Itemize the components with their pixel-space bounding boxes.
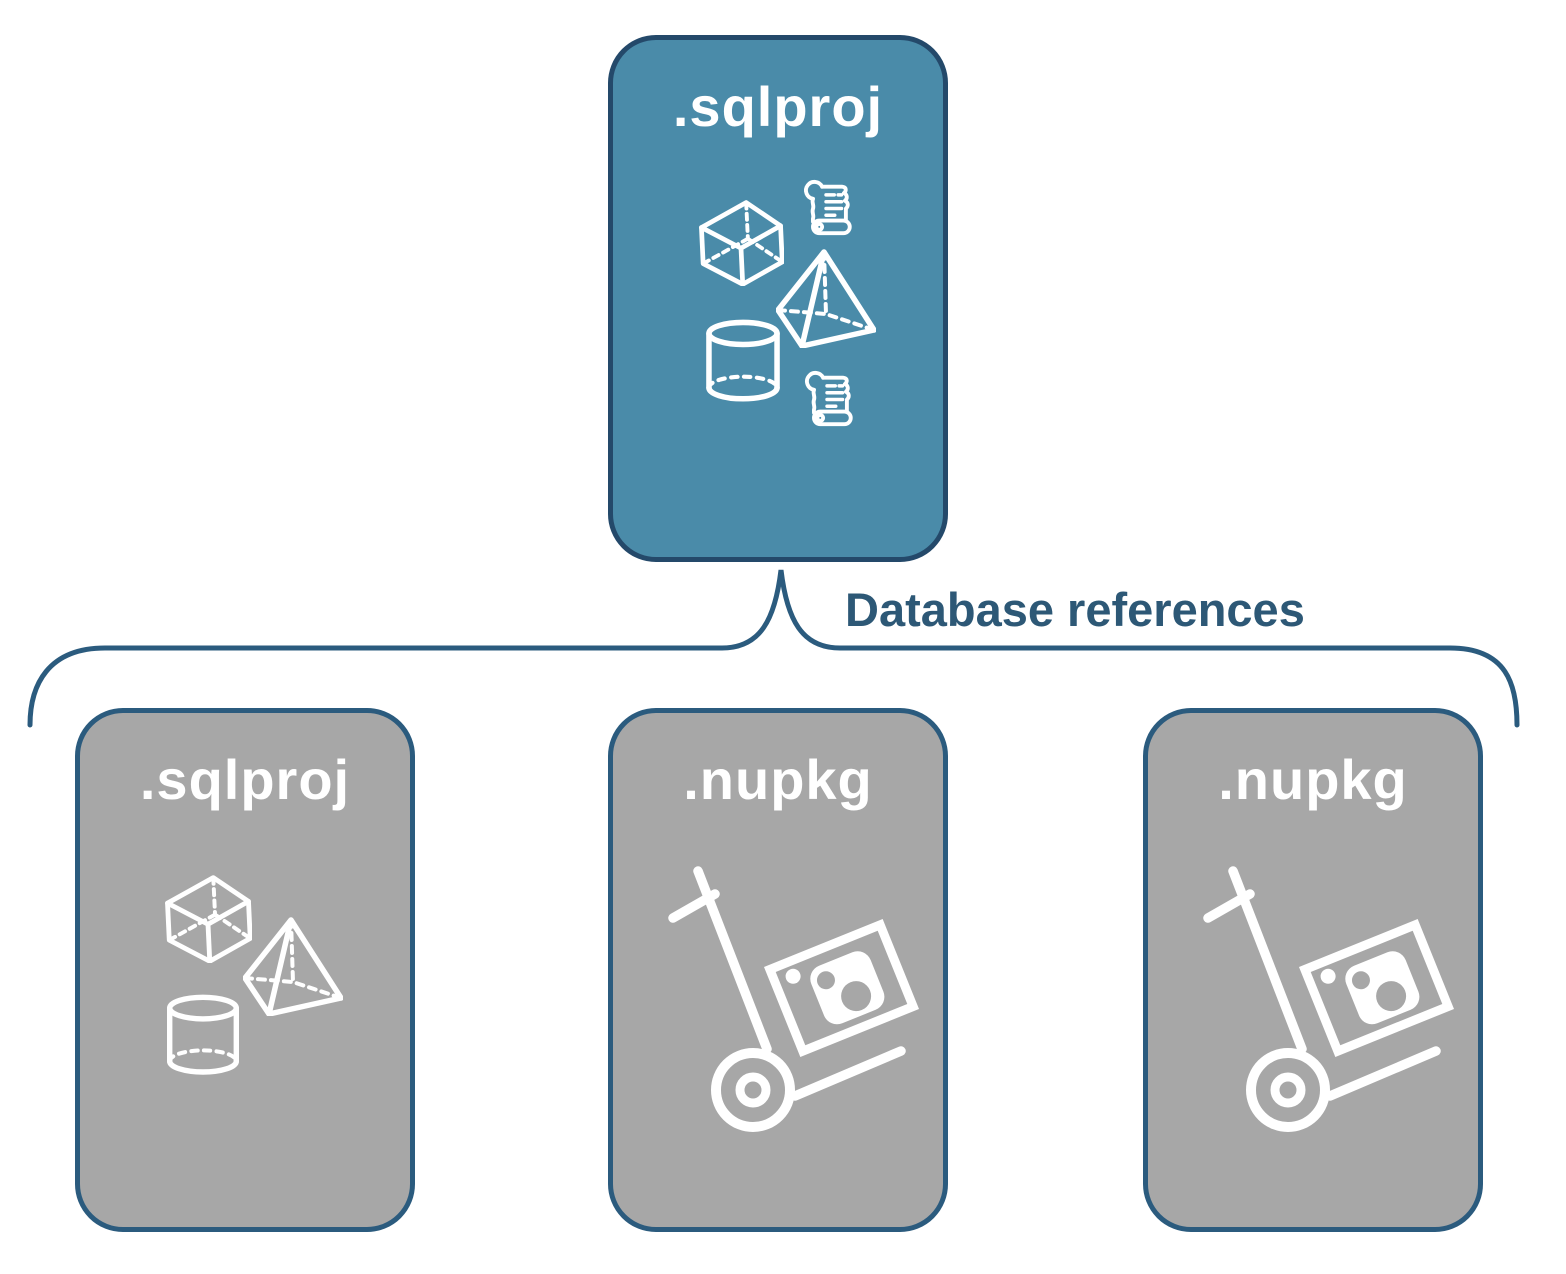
pyramid-icon (776, 248, 876, 348)
cube-icon (164, 875, 252, 963)
root-box-sqlproj: .sqlproj (608, 35, 948, 562)
cylinder-icon (158, 991, 248, 1081)
scroll-icon (797, 368, 859, 430)
connector-label: Database references (845, 583, 1305, 636)
child-box-label: .nupkg (1218, 748, 1408, 811)
child-box-sqlproj: .sqlproj (75, 708, 415, 1232)
scroll-icon (796, 177, 858, 239)
pyramid-icon (243, 916, 343, 1016)
cube-icon (698, 200, 784, 286)
nuget-handtruck-icon (1196, 859, 1456, 1139)
child-box-label: .nupkg (683, 748, 873, 811)
child-box-label: .sqlproj (139, 748, 351, 811)
child-box-nupkg-1: .nupkg (608, 708, 948, 1232)
cylinder-icon (697, 316, 789, 408)
child-box-nupkg-2: .nupkg (1143, 708, 1483, 1232)
brace-connector (27, 569, 1520, 728)
nuget-handtruck-icon (661, 859, 921, 1139)
root-box-label: .sqlproj (672, 75, 884, 138)
